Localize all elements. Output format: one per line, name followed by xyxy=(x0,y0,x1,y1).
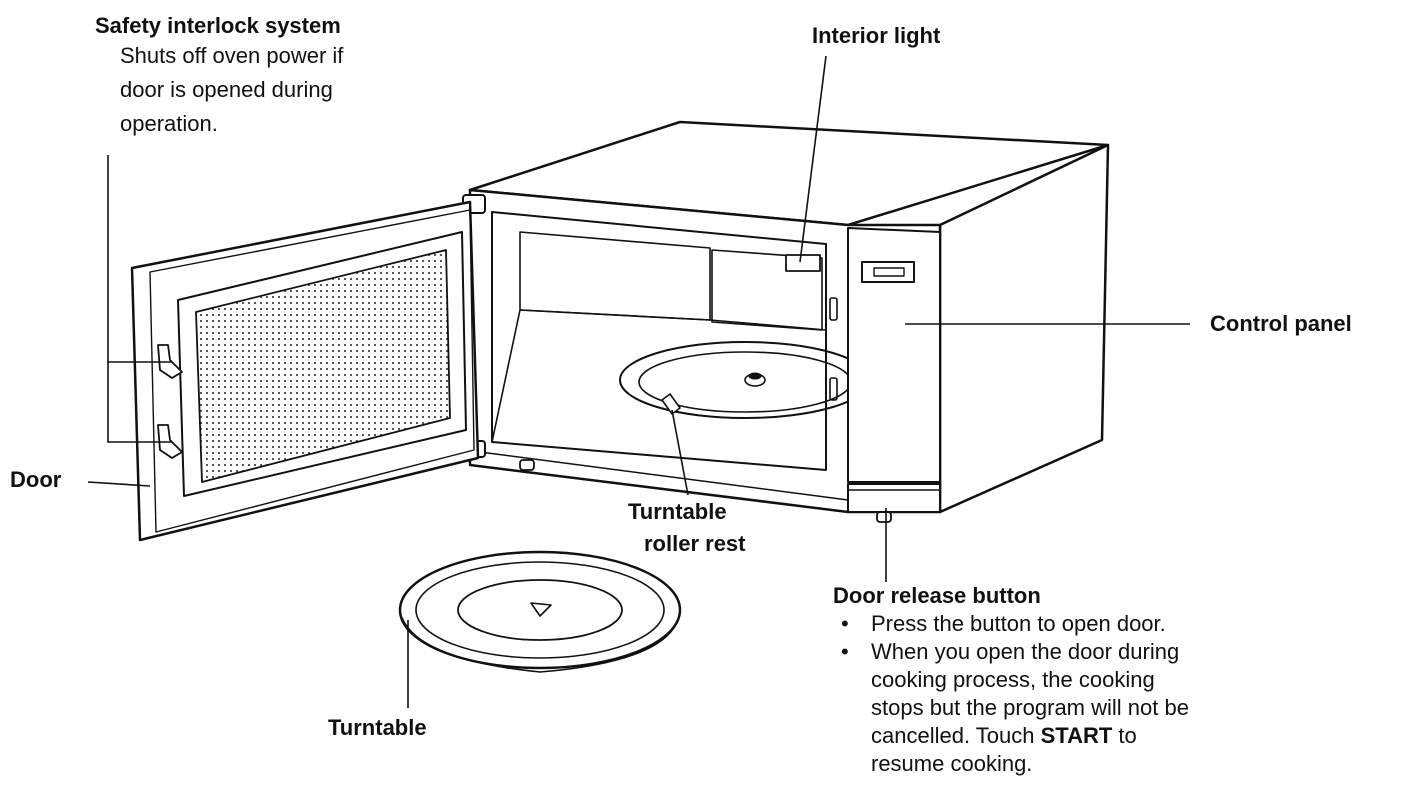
bullet-2-line-2: cooking process, the cooking xyxy=(871,667,1155,692)
label-safety-interlock-desc-1: Shuts off oven power if xyxy=(120,43,344,68)
oven-cavity xyxy=(491,211,871,471)
bullet-2-line-4-post: to xyxy=(1112,723,1137,748)
bullet-2-line-5: resume cooking. xyxy=(871,751,1033,776)
label-safety-interlock-title: Safety interlock system xyxy=(95,13,341,38)
label-interior-light: Interior light xyxy=(812,23,941,48)
bullet-2-line-1: When you open the door during xyxy=(871,639,1180,664)
oven-door xyxy=(130,200,480,542)
label-door: Door xyxy=(10,467,62,492)
control-panel-graphic xyxy=(847,227,941,513)
label-turntable: Turntable xyxy=(328,715,427,740)
door-release-callout: Door release button Press the button to … xyxy=(833,582,1373,778)
start-keyword: START xyxy=(1040,723,1113,748)
label-control-panel: Control panel xyxy=(1210,311,1352,336)
label-safety-interlock-desc-3: operation. xyxy=(120,111,218,136)
bullet-2-line-3: stops but the program will not be xyxy=(871,695,1189,720)
bullet-1-text: Press the button to open door. xyxy=(871,611,1166,636)
bullet-2-line-4-pre: cancelled. Touch xyxy=(871,723,1041,748)
door-release-bullets: Press the button to open door. When you … xyxy=(833,610,1373,778)
door-release-bullet-2: When you open the door during cooking pr… xyxy=(833,638,1373,778)
callout-lines xyxy=(87,55,1190,708)
label-door-release-title: Door release button xyxy=(833,583,1041,608)
door-release-bullet-1: Press the button to open door. xyxy=(833,610,1373,638)
label-safety-interlock-desc-2: door is opened during xyxy=(120,77,333,102)
label-turntable-roller-rest-2: roller rest xyxy=(644,531,746,556)
turntable-graphic xyxy=(398,550,682,673)
label-turntable-roller-rest-1: Turntable xyxy=(628,499,727,524)
